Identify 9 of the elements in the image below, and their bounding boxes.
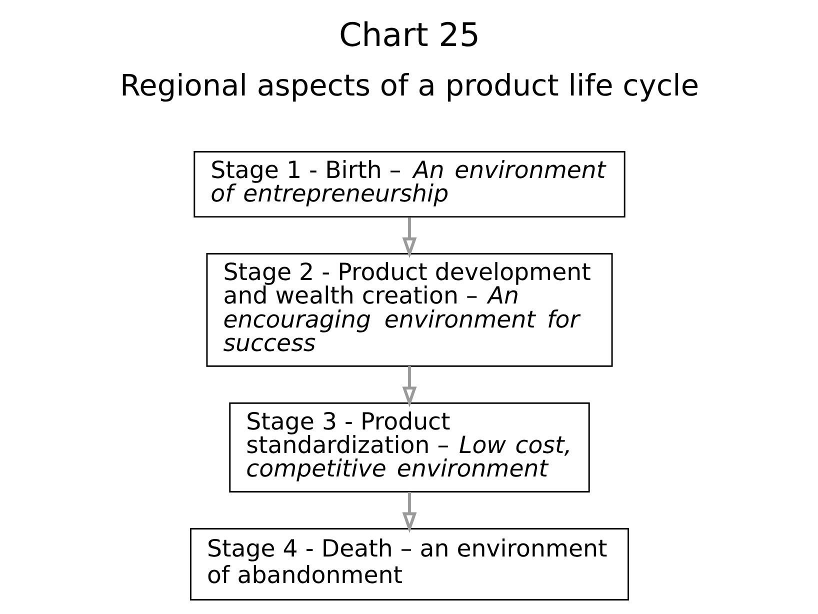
node-box: Stage 1 - Birth –An environment of entrepreneurship (193, 151, 625, 218)
arrow (402, 217, 416, 258)
arrow (402, 492, 416, 533)
label: Regional aspects of a product life cycle (119, 68, 699, 103)
arrow (402, 366, 416, 408)
node-box: Stage 4 - Death – an environment of abandonment (189, 528, 629, 600)
node-box: Stage 3 - Product standardization – Low cost, competitive environment (228, 402, 590, 493)
node-box: Stage 2 - Product development and wealth creation – An encouraging environment for success (206, 253, 612, 367)
diagram-title: Chart 25 (338, 16, 480, 54)
